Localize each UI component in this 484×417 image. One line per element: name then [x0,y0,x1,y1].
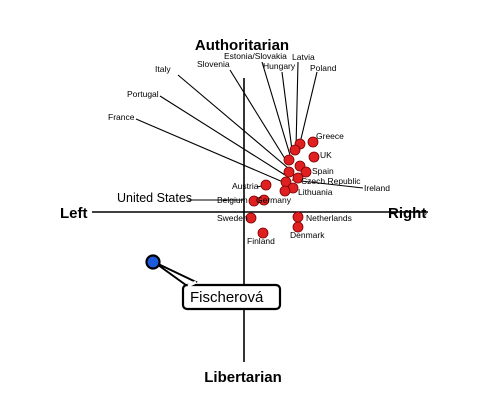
leader-lines [135,61,364,201]
country-dot [308,151,320,163]
country-label: Denmark [290,230,325,240]
country-label: Portugal [127,89,159,99]
country-label: Belgium [217,195,248,205]
country-label: Italy [155,64,171,74]
callout-box [181,283,282,311]
country-dot [258,194,270,206]
country-dot [292,211,304,223]
country-label: Czech Republic [301,176,361,186]
leader-line-france [135,118,284,183]
country-label: Estonia/Slovakia [224,51,287,61]
country-label: Germany [256,195,292,205]
axis-label-libertarian: Libertarian [204,369,282,386]
leader-line-hungary [281,71,293,151]
country-label: France [108,112,135,122]
country-dot [260,179,272,191]
axis-arrow-right: › [424,208,427,218]
leader-line-portugal [159,95,286,176]
leader-line-latvia [295,61,299,149]
country-labels: Italy Slovenia Estonia/Slovakia Hungary … [108,51,390,246]
axis-label-authoritarian: Authoritarian [195,37,289,54]
leader-line-poland [299,71,318,144]
callout-label: Fischerová [190,289,264,306]
country-dot [257,227,269,239]
country-label: Finland [247,236,275,246]
country-label: Spain [312,166,334,176]
country-label: Poland [310,63,337,73]
country-label: Latvia [292,52,315,62]
country-dot [292,172,304,184]
country-dot [300,166,312,178]
country-dot [283,154,295,166]
country-dot [292,221,304,233]
leader-line-estonia-slovakia [261,61,291,156]
country-label: Slovenia [197,59,230,69]
subject-callout: Fischerová [145,254,282,311]
country-label: UK [320,150,332,160]
country-label-united-states: United States [117,191,192,205]
country-label: Austria [232,181,259,191]
country-label: Ireland [364,183,390,193]
leader-line-italy [177,74,289,169]
country-dot [289,144,301,156]
country-label: Lithuania [298,187,333,197]
country-label: Greece [316,131,344,141]
axis-label-left: Left [60,205,88,222]
country-label: Netherlands [306,213,352,223]
country-label: Sweden [217,213,248,223]
country-dot [283,166,295,178]
axis-label-right: Right [388,205,426,222]
country-dots [245,136,320,239]
leader-line-slovenia [229,69,288,163]
leader-line-ireland [291,179,364,189]
subject-dot [145,254,161,270]
country-dot [245,212,257,224]
country-dot [307,136,319,148]
country-label: Hungary [263,61,296,71]
country-dot [279,185,291,197]
